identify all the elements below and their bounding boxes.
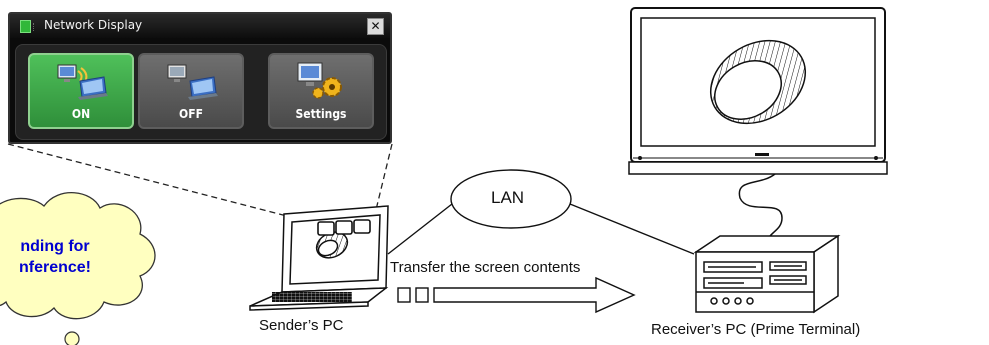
- on-button-label: ON: [71, 107, 91, 121]
- receiver-label: Receiver’s PC (Prime Terminal): [651, 321, 861, 338]
- sender-laptop: [249, 205, 389, 311]
- network-off-icon: [167, 64, 218, 100]
- app-icon: [20, 20, 34, 33]
- callout-line-1: nding for: [20, 238, 90, 255]
- lan-label: LAN: [491, 188, 525, 207]
- off-button[interactable]: OFF: [138, 53, 244, 129]
- transfer-label: Transfer the screen contents: [390, 259, 581, 276]
- callout-text: nding for nference!: [0, 236, 140, 278]
- network-display-window: Network Display ✕ ON: [8, 12, 392, 144]
- sender-label: Sender’s PC: [259, 317, 344, 334]
- on-button[interactable]: ON: [28, 53, 134, 129]
- settings-icon: [297, 62, 342, 99]
- window-titlebar: Network Display ✕: [10, 14, 390, 38]
- receiver-pc: [693, 234, 841, 314]
- display-cable: [738, 173, 783, 241]
- lan-connections: [387, 203, 695, 255]
- lan-ellipse: [450, 169, 572, 229]
- button-panel: ON OFF Settings: [15, 44, 387, 140]
- close-icon[interactable]: ✕: [367, 18, 384, 35]
- large-display: [628, 7, 888, 175]
- network-on-icon: [57, 64, 108, 100]
- settings-button-label: Settings: [295, 107, 347, 121]
- transfer-arrow: [397, 276, 636, 314]
- settings-button[interactable]: Settings: [268, 53, 374, 129]
- window-title: Network Display: [44, 18, 143, 32]
- speech-cloud: [0, 192, 156, 345]
- zoom-lines: [7, 143, 393, 223]
- callout-line-2: nference!: [18, 259, 92, 276]
- off-button-label: OFF: [179, 107, 203, 121]
